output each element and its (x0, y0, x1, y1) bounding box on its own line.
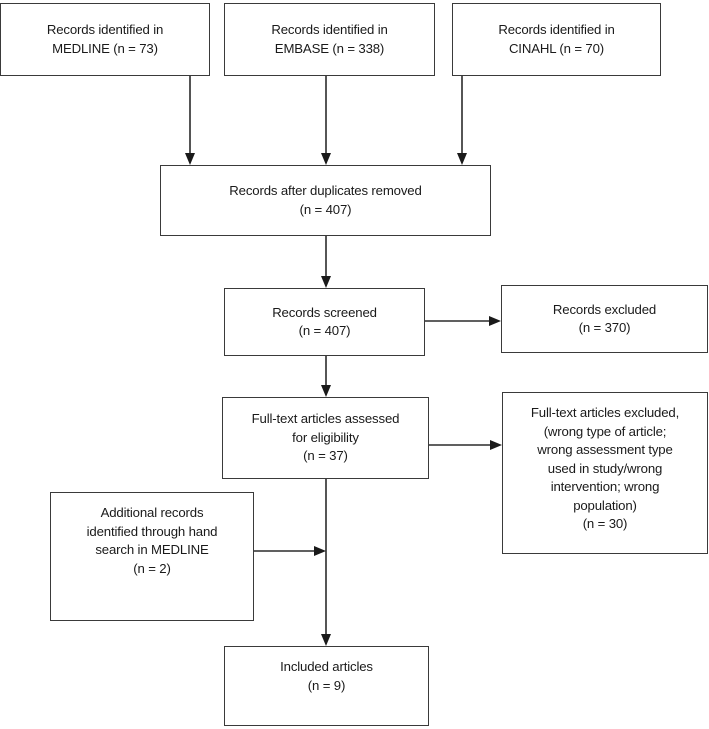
full-text-articles-excluded: Full-text articles excluded, (wrong type… (502, 392, 708, 554)
connector-duplicates-to-screened (321, 236, 331, 288)
records-identified-medline: Records identified in MEDLINE (n = 73) (0, 3, 210, 76)
records-screened: Records screened (n = 407) (224, 288, 425, 356)
connector-fulltext-to-included (321, 479, 331, 646)
connector-cinahl-to-duplicates (457, 76, 467, 165)
records-after-duplicates-removed: Records after duplicates removed (n = 40… (160, 165, 491, 236)
full-text-articles-assessed: Full-text articles assessed for eligibil… (222, 397, 429, 479)
connector-additional-to-included (254, 546, 326, 556)
connector-fulltext-to-fulltext-excluded (429, 440, 502, 450)
records-identified-cinahl: Records identified in CINAHL (n = 70) (452, 3, 661, 76)
connector-medline-to-duplicates (185, 76, 195, 165)
included-articles: Included articles (n = 9) (224, 646, 429, 726)
connector-embase-to-duplicates (321, 76, 331, 165)
records-excluded: Records excluded (n = 370) (501, 285, 708, 353)
records-identified-embase: Records identified in EMBASE (n = 338) (224, 3, 435, 76)
additional-records-hand-search: Additional records identified through ha… (50, 492, 254, 621)
connector-screened-to-excluded (425, 316, 501, 326)
connector-screened-to-fulltext (321, 356, 331, 397)
